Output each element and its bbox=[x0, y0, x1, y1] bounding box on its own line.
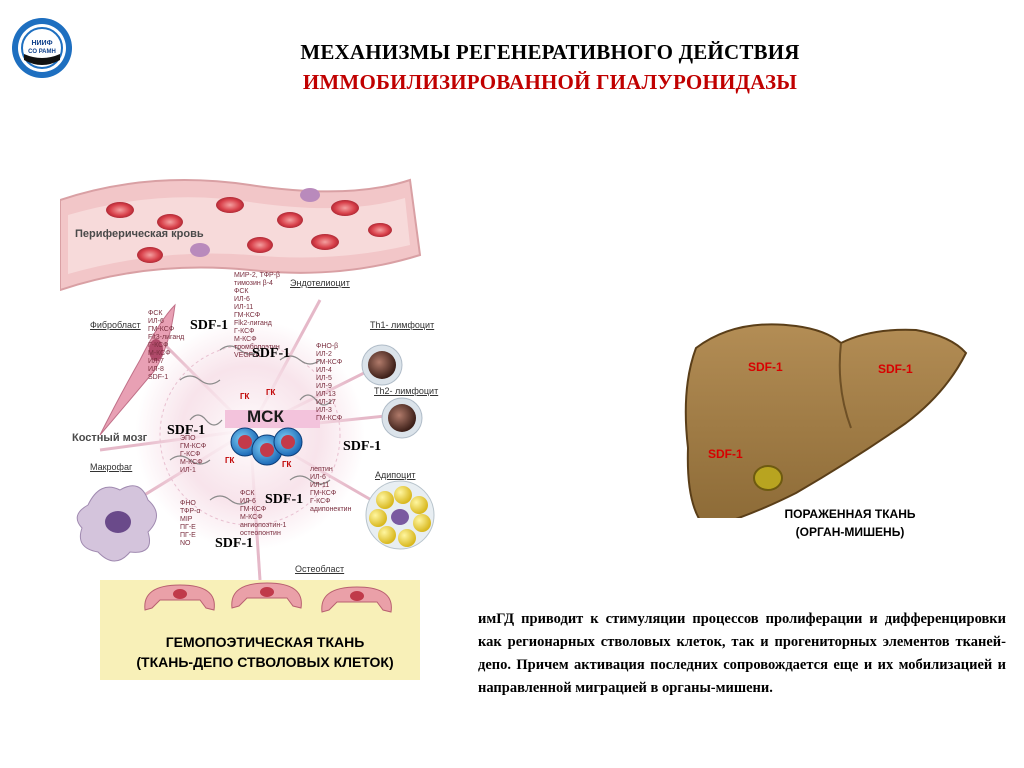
gk-label: ГК bbox=[225, 456, 235, 465]
fibroblast-cell bbox=[99, 303, 176, 436]
th2-label: Th2- лимфоцит bbox=[374, 386, 439, 396]
tissue-caption-line-1: ГЕМОПОЭТИЧЕСКАЯ ТКАНЬ bbox=[165, 634, 365, 650]
hematopoietic-tissue-caption: ГЕМОПОЭТИЧЕСКАЯ ТКАНЬ (ТКАНЬ-ДЕПО СТВОЛО… bbox=[60, 632, 470, 672]
sdf1-label: SDF-1 bbox=[215, 536, 254, 551]
gallbladder bbox=[753, 465, 783, 491]
title-line-2: ИММОБИЛИЗИРОВАННОЙ ГИАЛУРОНИДАЗЫ bbox=[302, 70, 798, 94]
bone-marrow-label: Костный мозг bbox=[72, 432, 148, 444]
tissue-caption-line-2: (ТКАНЬ-ДЕПО СТВОЛОВЫХ КЛЕТОК) bbox=[136, 654, 394, 670]
th1-label: Th1- лимфоцит bbox=[370, 320, 435, 330]
blood-label: Периферическая кровь bbox=[75, 228, 204, 240]
cytokines-bottom: ФСК ИЛ-6 ГМ-КСФ М-КСФ ангиопоэтин-1 осте… bbox=[240, 490, 287, 537]
target-organ-caption: ПОРАЖЕННАЯ ТКАНЬ (ОРГАН-МИШЕНЬ) bbox=[720, 505, 980, 541]
logo-line1: НИИФ bbox=[31, 40, 52, 47]
logo-line2: СО РАМН bbox=[28, 49, 56, 55]
msc-cells bbox=[230, 427, 303, 466]
cytokines-right: ФНО-β ИЛ-2 ГМ-КСФ ИЛ-4 ИЛ-5 ИЛ-9 ИЛ-13 И… bbox=[316, 343, 343, 422]
gk-label: ГК bbox=[282, 460, 292, 469]
cytokines-left: ФСК ИЛ-6 ГМ-КСФ Flt3-лиганд Г-КСФ М-КСФ … bbox=[148, 310, 185, 381]
regeneration-scheme: Периферическая кровь Эндотелиоцит Фиброб… bbox=[60, 160, 440, 680]
macrophage-nucleus bbox=[105, 511, 131, 533]
adipocyte-label: Адипоцит bbox=[375, 470, 416, 480]
sdf1-label: SDF-1 bbox=[265, 492, 304, 507]
msc-label: МСК bbox=[247, 407, 284, 426]
cytokines-lower-left: ЭПО ГМ-КСФ Г-КСФ М-КСФ ИЛ-1 bbox=[180, 435, 207, 474]
description-paragraph: имГД приводит к стимуляции процессов про… bbox=[478, 611, 1006, 696]
scheme-illustration bbox=[60, 178, 435, 680]
cytokines-macrophage: ФНО ТФР-α МIP ПГ-Е ПГ-Е NO bbox=[180, 500, 201, 547]
liver-caption-line-2: (ОРГАН-МИШЕНЬ) bbox=[795, 525, 905, 539]
cytokines-adipocyte: лептин ИЛ-6 ИЛ-11 ГМ-КСФ Г-КСФ адипонект… bbox=[310, 466, 352, 513]
osteoblast-cells bbox=[144, 582, 392, 613]
liver-sdf1-label: SDF-1 bbox=[748, 360, 783, 374]
fibroblast-label: Фибробласт bbox=[90, 320, 141, 330]
osteoblast-label: Остеобласт bbox=[295, 564, 345, 574]
matrix-ring bbox=[159, 344, 341, 526]
th1-lymphocyte-nucleus bbox=[368, 351, 396, 379]
macrophage-label: Макрофаг bbox=[90, 462, 133, 472]
red-blood-cells bbox=[106, 188, 392, 263]
msk-band bbox=[225, 410, 320, 428]
sdf1-label: SDF-1 bbox=[190, 318, 229, 333]
cytokines-top: МИР-2, ТФР-β тимозин β-4 ФСК ИЛ-6 ИЛ-11 … bbox=[234, 272, 281, 359]
fibroblast-nucleus bbox=[149, 339, 163, 361]
th2-lymphocyte-nucleus bbox=[388, 404, 416, 432]
gk-label: ГК bbox=[266, 388, 276, 397]
sdf1-label: SDF-1 bbox=[343, 439, 382, 454]
sdf1-label: SDF-1 bbox=[252, 346, 291, 361]
liver-sdf1-label: SDF-1 bbox=[878, 362, 913, 376]
hyaluronan-fibers bbox=[169, 345, 333, 505]
liver-illustration: SDF-1 SDF-1 SDF-1 bbox=[676, 318, 976, 518]
adipocyte-cell bbox=[365, 480, 435, 550]
liver-sdf1-label: SDF-1 bbox=[708, 447, 743, 461]
institute-logo: НИИФ СО РАМН bbox=[12, 18, 72, 78]
gk-label: ГК bbox=[240, 392, 250, 401]
sdf1-label: SDF-1 bbox=[167, 423, 206, 438]
title-line-1: МЕХАНИЗМЫ РЕГЕНЕРАТИВНОГО ДЕЙСТВИЯ bbox=[300, 40, 800, 64]
liver-caption-line-1: ПОРАЖЕННАЯ ТКАНЬ bbox=[784, 507, 916, 521]
endothelium-label: Эндотелиоцит bbox=[290, 278, 350, 288]
liver-shape bbox=[684, 323, 968, 518]
